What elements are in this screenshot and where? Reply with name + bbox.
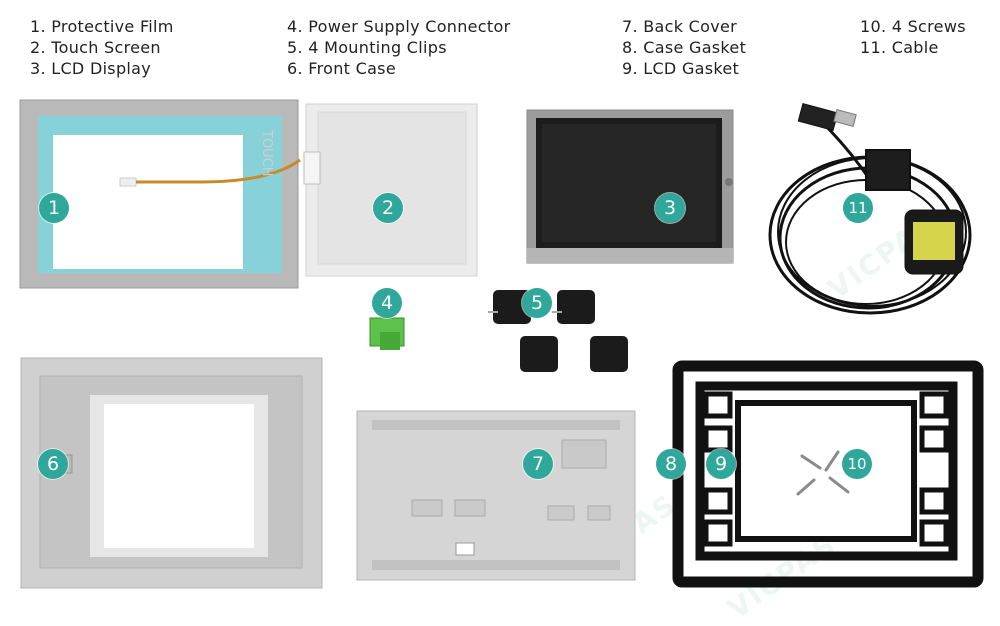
badge-2: 2 xyxy=(373,193,403,223)
legend-item: 9. LCD Gasket xyxy=(622,59,740,78)
legend-item: 1. Protective Film xyxy=(30,17,174,36)
front-case xyxy=(20,357,323,589)
badge-6: 6 xyxy=(38,449,68,479)
legend-item: 5. 4 Mounting Clips xyxy=(287,38,447,57)
badge-1: 1 xyxy=(39,193,69,223)
badge-9: 9 xyxy=(706,449,736,479)
mounting-clips xyxy=(488,290,628,372)
legend-item: 2. Touch Screen xyxy=(30,38,161,57)
legend-item: 4. Power Supply Connector xyxy=(287,17,511,36)
film-text: TOUCH xyxy=(259,129,274,177)
legend-item: 6. Front Case xyxy=(287,59,396,78)
legend-item: 3. LCD Display xyxy=(30,59,152,78)
badge-4: 4 xyxy=(372,288,402,318)
legend-column-3: 7. Back Cover 8. Case Gasket 9. LCD Gask… xyxy=(622,16,746,79)
protective-film: TOUCH xyxy=(19,99,301,289)
legend-item: 7. Back Cover xyxy=(622,17,738,36)
screws xyxy=(796,450,850,496)
lcd-gasket xyxy=(695,381,958,561)
legend-column-1: 1. Protective Film 2. Touch Screen 3. LC… xyxy=(30,16,174,79)
cable xyxy=(768,103,972,315)
legend-item: 8. Case Gasket xyxy=(622,38,747,57)
legend-item: 10. 4 Screws xyxy=(860,17,966,36)
legend-column-4: 10. 4 Screws 11. Cable xyxy=(860,16,966,58)
legend-column-2: 4. Power Supply Connector 5. 4 Mounting … xyxy=(287,16,510,79)
badge-7: 7 xyxy=(523,449,553,479)
legend-item: 11. Cable xyxy=(860,38,939,57)
badge-5: 5 xyxy=(522,288,552,318)
lcd-display xyxy=(526,109,734,264)
back-cover xyxy=(356,410,636,581)
touch-screen xyxy=(303,103,478,277)
power-supply-connector xyxy=(369,317,405,350)
badge-11: 11 xyxy=(843,193,873,223)
parts-illustration: TOUCH xyxy=(19,99,984,589)
badge-3: 3 xyxy=(655,193,685,223)
badge-8: 8 xyxy=(656,449,686,479)
badge-10: 10 xyxy=(842,449,872,479)
